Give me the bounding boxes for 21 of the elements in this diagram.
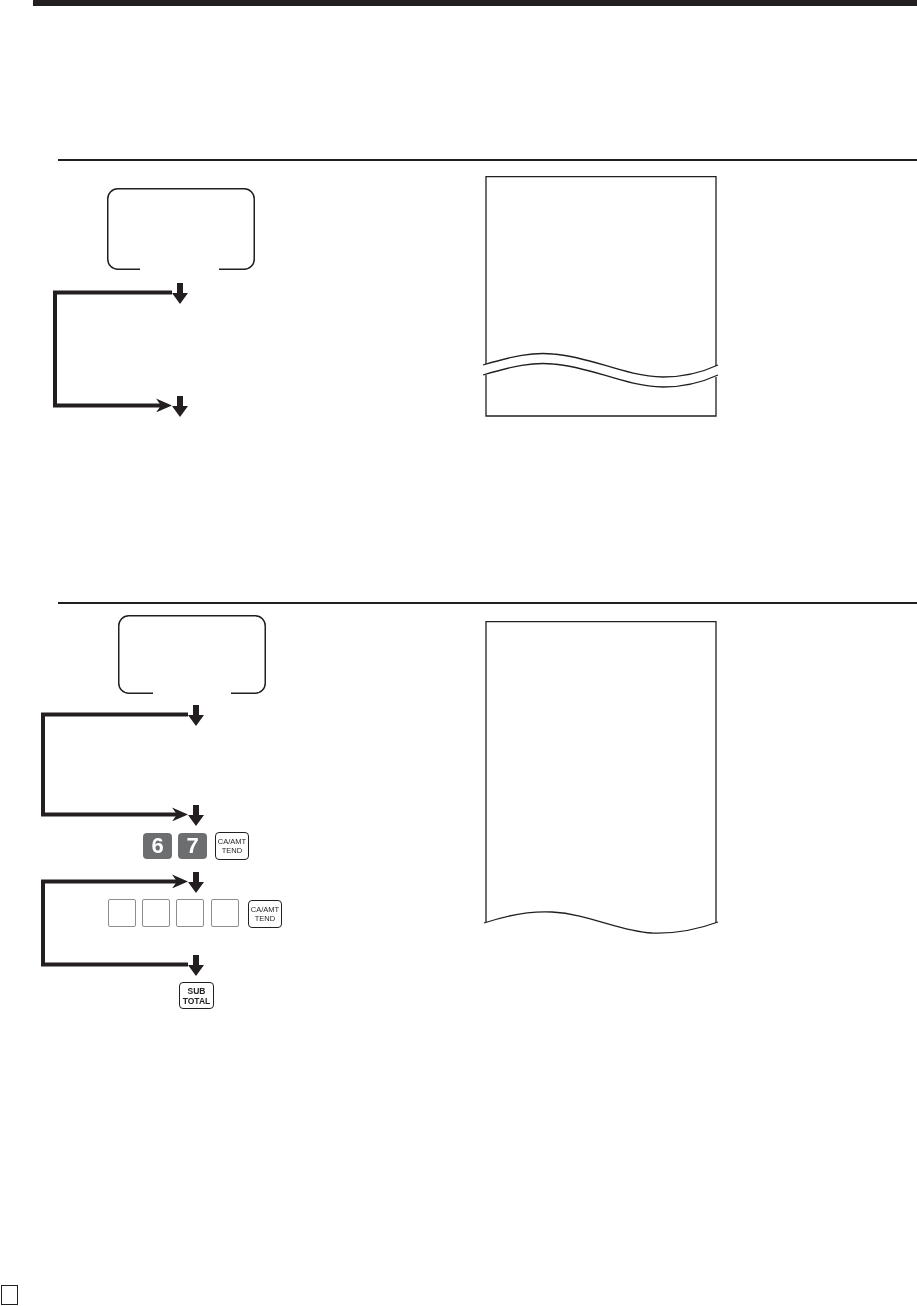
down-arrow-icon [188,872,204,893]
display-frame [118,615,266,694]
receipt-paper [483,176,718,417]
blank-key [211,899,239,927]
loop-arrow [41,874,188,967]
down-arrow-icon [188,705,204,726]
loop-arrow [41,712,188,822]
receipt-paper [484,621,718,934]
blank-key [142,899,170,927]
subtotal-key: SUB TOTAL [179,982,214,1009]
down-arrow-icon [172,396,188,417]
down-arrow-icon [188,955,204,976]
number-key: 6 [143,833,172,859]
corner-box [1,1285,18,1305]
down-arrow-icon [172,283,188,304]
display-frame [107,188,255,270]
down-arrow-icon [188,805,204,826]
blank-key [176,899,204,927]
number-key: 7 [178,833,207,859]
loop-arrow [53,290,172,413]
blank-key [108,899,136,927]
